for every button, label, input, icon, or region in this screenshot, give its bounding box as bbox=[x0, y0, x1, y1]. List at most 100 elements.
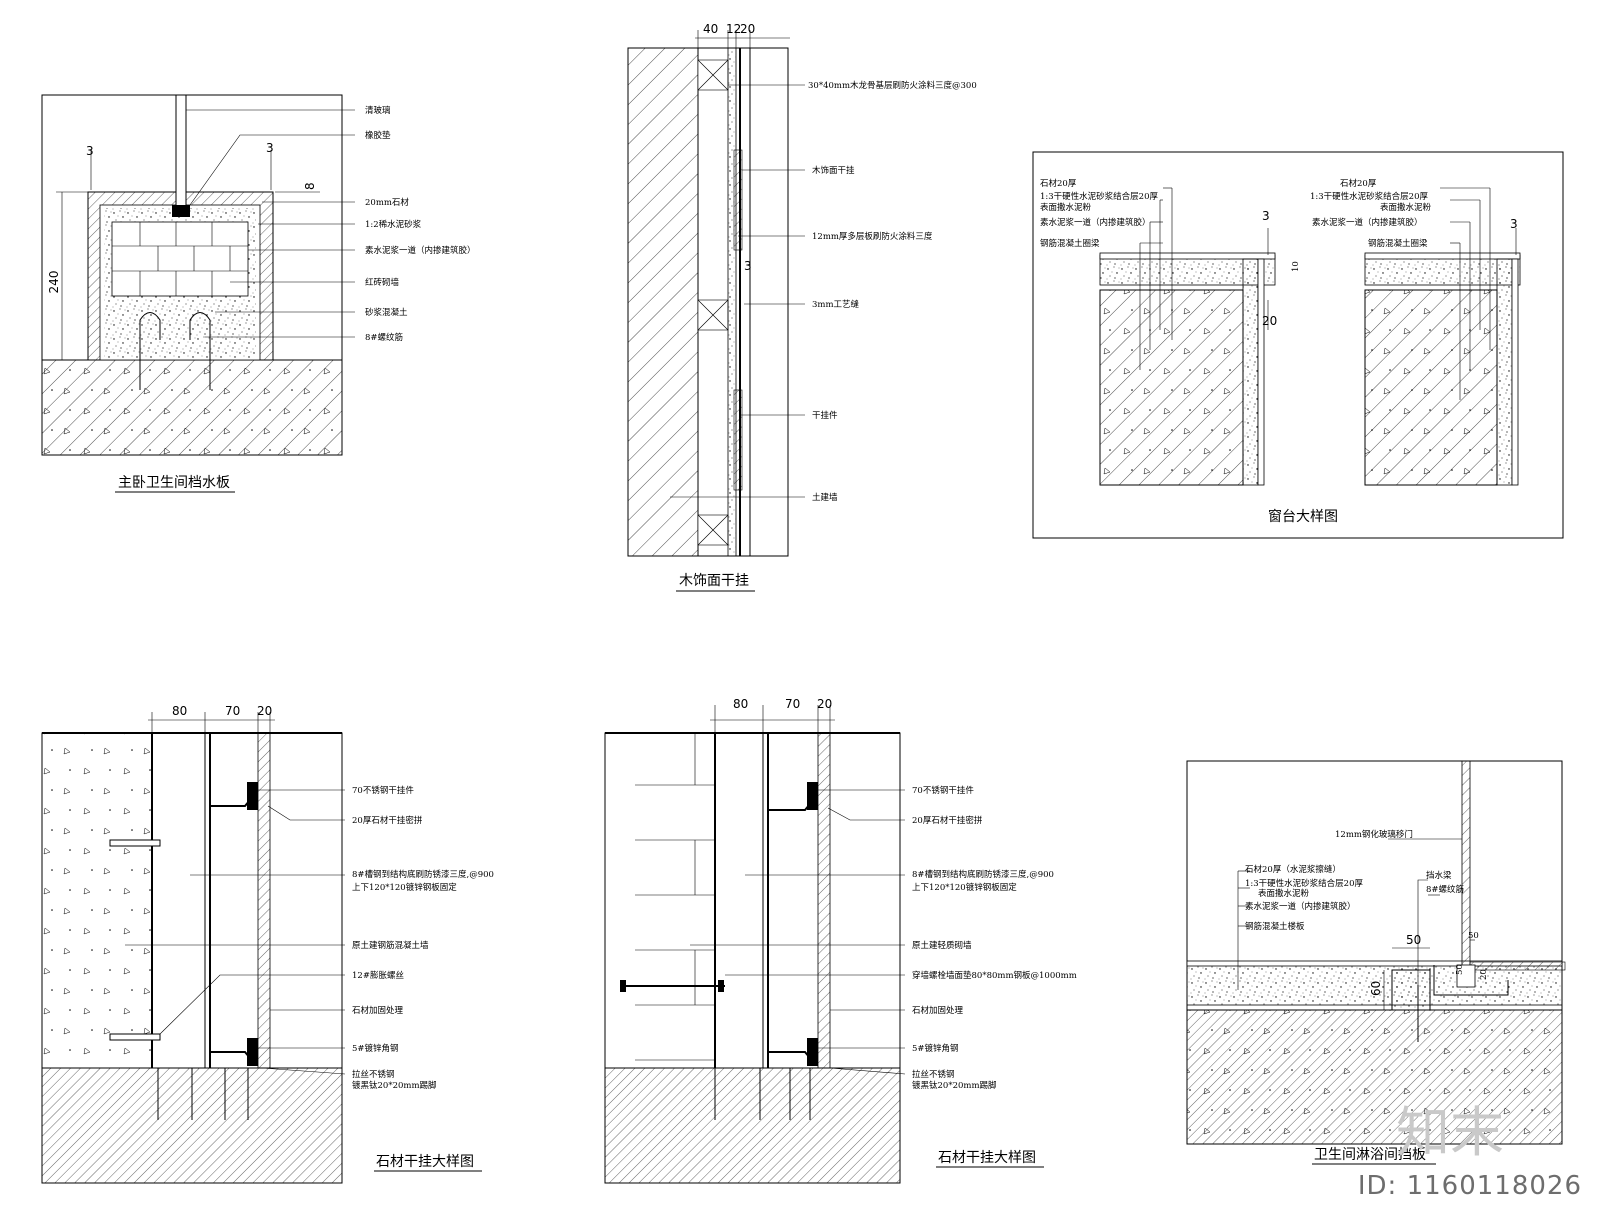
label-sill-r-0: 石材20厚 bbox=[1340, 178, 1377, 189]
label-sill-l-3: 素水泥浆一道（内掺建筑胶） bbox=[1040, 217, 1151, 228]
label-clear-glass: 清玻璃 bbox=[365, 105, 391, 116]
leaders-detail4 bbox=[125, 789, 346, 1075]
dim-gap-3: 3 bbox=[744, 259, 752, 273]
label-6-stone: 石材20厚（水泥浆擦缝） bbox=[1245, 864, 1341, 875]
label-brick: 红砖砌墙 bbox=[365, 277, 400, 288]
dim-4-80: 80 bbox=[172, 704, 187, 718]
dim-sill-small: 10 bbox=[1291, 261, 1301, 272]
title-detail2: 木饰面干挂 bbox=[679, 573, 749, 589]
dim-4-20: 20 bbox=[257, 704, 272, 718]
label-5-channel: 8#槽钢到结构底刷防锈漆三度,@900 bbox=[912, 869, 1054, 880]
dim-40: 40 bbox=[703, 22, 718, 36]
label-sill-r-3: 素水泥浆一道（内掺建筑胶） bbox=[1312, 217, 1423, 228]
label-5-wall: 原土建轻质砌墙 bbox=[912, 940, 972, 951]
label-6-cement-powder: 表面撒水泥粉 bbox=[1258, 888, 1310, 899]
label-veneer: 木饰面干挂 bbox=[812, 165, 855, 176]
brand-watermark: 知末 bbox=[1396, 1101, 1504, 1164]
dim-5-80: 80 bbox=[733, 697, 748, 711]
label-4-channel: 8#槽钢到结构底刷防锈漆三度,@900 bbox=[352, 869, 494, 880]
detail-stone-dry-hang-concrete: 80 70 20 70不锈钢干挂件 20厚石材干挂密拼 8#槽钢到结构底刷防锈漆… bbox=[41, 704, 494, 1184]
leaders-detail5 bbox=[690, 789, 906, 1075]
dim-side: 8 bbox=[303, 182, 317, 190]
dim-6-h3: 20 bbox=[1479, 969, 1489, 980]
label-sill-l-0: 石材20厚 bbox=[1040, 178, 1077, 189]
image-id-tag: ID: 1160118026 bbox=[1357, 1171, 1582, 1201]
dim-sill-side: 20 bbox=[1262, 314, 1277, 328]
label-5-bolt: 穿墙螺栓墙面垫80*80mm钢板@1000mm bbox=[912, 970, 1077, 981]
dim-5-70: 70 bbox=[785, 697, 800, 711]
dim-6-w2: 50 bbox=[1468, 931, 1479, 941]
title-detail1: 主卧卫生间档水板 bbox=[118, 475, 230, 491]
dim-12: 12 bbox=[726, 22, 741, 36]
label-5-stone: 20厚石材干挂密拼 bbox=[912, 815, 983, 826]
label-6-slab: 钢筋混凝土楼板 bbox=[1245, 921, 1305, 932]
title-detail5: 石材干挂大样图 bbox=[938, 1150, 1036, 1166]
label-6-mortar: 1:3干硬性水泥砂浆结合层20厚 bbox=[1245, 878, 1363, 889]
dim-6-h1: 60 bbox=[1369, 981, 1383, 996]
label-wood-keel: 30*40mm木龙骨基层刷防火涂料三度@300 bbox=[808, 80, 977, 91]
label-hanger: 干挂件 bbox=[812, 410, 838, 421]
label-cement-slurry: 素水泥浆一道（内掺建筑胶） bbox=[365, 245, 476, 256]
detail-bathroom-water-barrier: 240 3 3 8 清玻璃 橡胶垫 20mm石材 1:2稀水泥砂浆 素水泥浆一道… bbox=[41, 94, 476, 493]
label-4-hanger: 70不锈钢干挂件 bbox=[352, 785, 414, 796]
label-5-steel: 拉丝不锈钢 bbox=[912, 1069, 955, 1080]
label-5-skirting: 镀黑钛20*20mm踢脚 bbox=[912, 1080, 997, 1091]
label-5-hanger: 70不锈钢干挂件 bbox=[912, 785, 974, 796]
label-sill-l-4: 钢筋混凝土圈梁 bbox=[1040, 238, 1100, 249]
title-detail3: 窗台大样图 bbox=[1268, 508, 1338, 525]
label-sill-l-2: 表面撒水泥粉 bbox=[1040, 202, 1092, 213]
label-sill-l-1: 1:3干硬性水泥砂浆结合层20厚 bbox=[1040, 191, 1158, 202]
brick-courses bbox=[111, 221, 249, 297]
label-mortar: 1:2稀水泥砂浆 bbox=[365, 219, 422, 230]
label-4-steel: 拉丝不锈钢 bbox=[352, 1069, 395, 1080]
label-6-rebar: 8#螺纹筋 bbox=[1426, 884, 1464, 895]
dim-right-3: 3 bbox=[266, 141, 274, 155]
detail-stone-dry-hang-block: 80 70 20 70不锈钢干挂件 20厚石材干挂密拼 8#槽钢到结构底刷防锈漆… bbox=[604, 697, 1077, 1184]
title-detail6: 卫生间淋浴间挡板 bbox=[1314, 1147, 1426, 1163]
label-6-slurry: 素水泥浆一道（内掺建筑胶） bbox=[1245, 901, 1356, 912]
block-courses bbox=[635, 733, 716, 1068]
leaders-detail6 bbox=[1237, 838, 1462, 990]
label-structural-wall: 土建墙 bbox=[812, 492, 838, 503]
dim-sill-right-3: 3 bbox=[1510, 217, 1518, 231]
dim-sill-left-3: 3 bbox=[1262, 209, 1270, 223]
label-rubber-pad: 橡胶垫 bbox=[365, 130, 391, 141]
label-6-water-beam: 挡水梁 bbox=[1426, 870, 1452, 881]
leaders-detail2 bbox=[670, 84, 805, 498]
label-4-reinforce: 石材加固处理 bbox=[352, 1005, 404, 1016]
label-4-angle: 5#镀锌角钢 bbox=[352, 1043, 399, 1054]
detail-wood-veneer-dry-hang: 40 12 20 3 30*40mm木龙骨基层刷防火涂料三度@300 木饰面干挂… bbox=[627, 22, 977, 592]
dim-height: 240 bbox=[47, 271, 61, 294]
label-5-reinforce: 石材加固处理 bbox=[912, 1005, 964, 1016]
label-sill-r-2: 表面撒水泥粉 bbox=[1380, 202, 1432, 213]
label-4-wall: 原土建钢筋混凝土墙 bbox=[352, 940, 429, 951]
detail-windowsill: 3 20 10 石材20厚 1:3干硬性水泥砂浆结合层20厚 表面撒水泥粉 素水… bbox=[1032, 151, 1564, 539]
dim-20: 20 bbox=[740, 22, 755, 36]
dim-4-70: 70 bbox=[225, 704, 240, 718]
label-6-glass-door: 12mm钢化玻璃移门 bbox=[1335, 829, 1413, 840]
dim-6-w1: 50 bbox=[1406, 933, 1421, 947]
leaders-sill-left bbox=[1139, 187, 1269, 370]
dim-left-3: 3 bbox=[86, 144, 94, 158]
dim-6-h2: 50 bbox=[1455, 964, 1465, 975]
detail-shower-partition: 50 50 60 50 20 12mm钢化玻璃移门 石材20厚（水泥浆擦缝） 1… bbox=[1186, 760, 1566, 1165]
label-plywood: 12mm厚多层板刷防火涂料三度 bbox=[812, 231, 933, 242]
label-4-bolt: 12#膨胀螺丝 bbox=[352, 970, 404, 981]
label-sill-r-4: 钢筋混凝土圈梁 bbox=[1368, 238, 1428, 249]
label-4-plate: 上下120*120镀锌钢板固定 bbox=[352, 882, 457, 893]
title-detail4: 石材干挂大样图 bbox=[376, 1154, 474, 1170]
label-5-plate: 上下120*120镀锌钢板固定 bbox=[912, 882, 1017, 893]
leaders-detail1 bbox=[186, 109, 355, 338]
label-4-skirting: 镀黑钛20*20mm踢脚 bbox=[352, 1080, 437, 1091]
label-stone-20mm: 20mm石材 bbox=[365, 197, 409, 208]
label-mortar-concrete: 砂浆混凝土 bbox=[365, 307, 408, 318]
dim-5-20: 20 bbox=[817, 697, 832, 711]
label-5-angle: 5#镀锌角钢 bbox=[912, 1043, 959, 1054]
label-craft-joint: 3mm工艺缝 bbox=[812, 299, 860, 310]
label-4-stone: 20厚石材干挂密拼 bbox=[352, 815, 423, 826]
label-rebar: 8#螺纹筋 bbox=[365, 332, 403, 343]
label-sill-r-1: 1:3干硬性水泥砂浆结合层20厚 bbox=[1310, 191, 1428, 202]
leaders-sill-right bbox=[1440, 187, 1517, 400]
wood-battens bbox=[697, 59, 729, 546]
